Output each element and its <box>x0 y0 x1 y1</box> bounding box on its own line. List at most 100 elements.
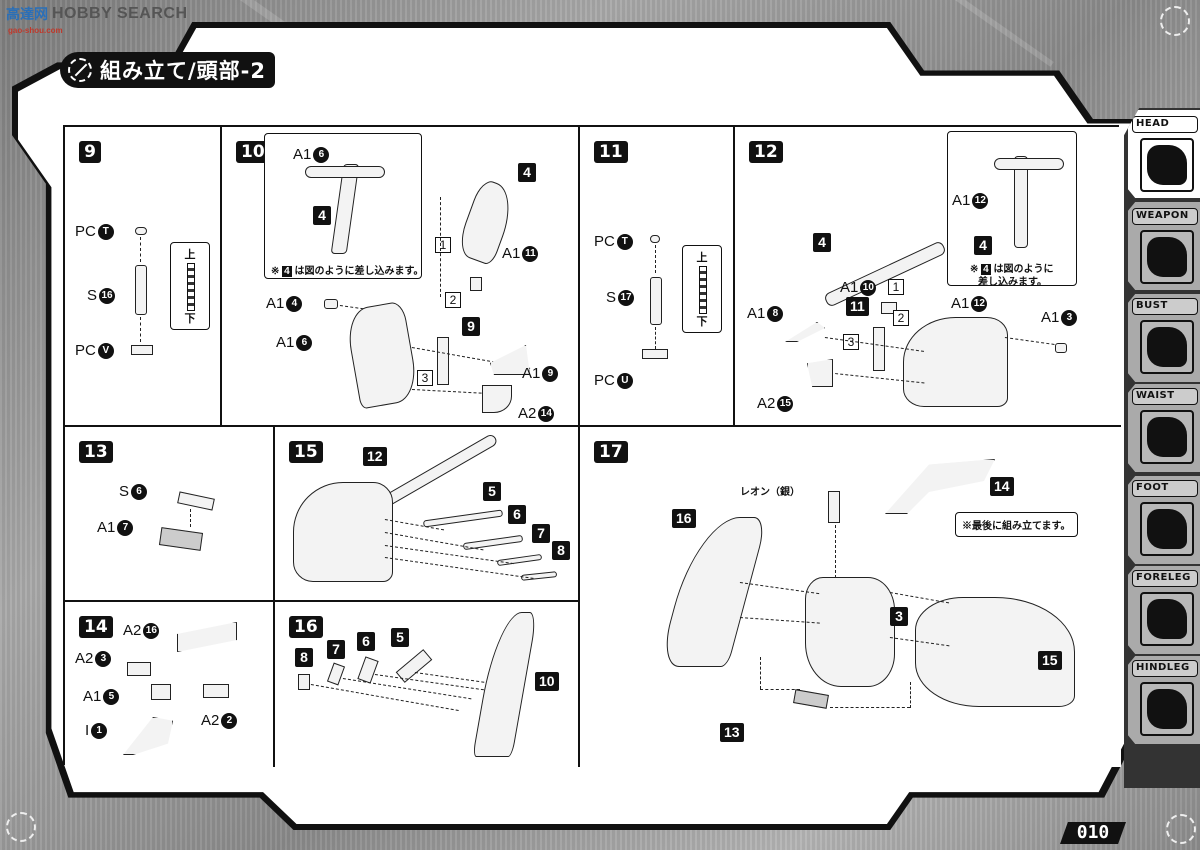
note-mark: ※ <box>271 266 280 277</box>
part-illustration <box>1055 343 1067 353</box>
runner-code: A1 <box>83 688 102 705</box>
watermark: 高達网 HOBBY SEARCH <box>6 4 188 24</box>
assembly-arrow <box>411 389 492 395</box>
step-13-panel: 13 S 6 A1 7 <box>65 427 275 602</box>
note-text: は図のように差し込みます。 <box>294 266 424 277</box>
subassembly-ref: 12 <box>363 447 387 466</box>
assembly-arrow <box>835 525 836 603</box>
step-12-panel: 12 A1 12 4 ※ 4 は図のように 差し込みます。 4 A1 10 1 … <box>735 127 1121 427</box>
part-number: 17 <box>618 289 635 306</box>
part-illustration <box>807 359 833 387</box>
runner-code: S <box>606 289 617 306</box>
nav-tab-label: WEAPON <box>1132 208 1198 225</box>
assembly-arrow <box>1004 337 1055 345</box>
assembly-arrow <box>440 197 441 297</box>
runner-code: A1 <box>276 334 295 351</box>
foreleg-thumbnail-icon <box>1140 592 1194 646</box>
runner-code: A1 <box>502 245 521 262</box>
part-illustration <box>324 299 338 309</box>
part-label: A1 4 <box>266 295 303 312</box>
part-illustration <box>177 622 237 652</box>
orientation-guide: 上 下 <box>170 242 210 330</box>
head-frame-illustration <box>293 482 393 582</box>
note-ref: 4 <box>981 264 991 275</box>
part-number: 4 <box>286 295 303 312</box>
runner-code: A2 <box>123 622 142 639</box>
part-illustration <box>1014 156 1028 248</box>
subassembly-ref: 11 <box>846 297 869 316</box>
part-label: S 6 <box>119 483 148 500</box>
part-illustration <box>422 509 504 528</box>
nav-tab-weapon[interactable]: WEAPON <box>1132 208 1200 290</box>
part-label: S 17 <box>606 289 635 306</box>
head-frame-illustration <box>903 317 1008 407</box>
part-label: PC T <box>75 223 114 240</box>
detail-inset: A1 12 4 ※ 4 は図のように 差し込みます。 <box>947 131 1077 288</box>
detail-inset: A1 6 4 ※ 4 は図のように差し込みます。 <box>264 133 424 279</box>
runner-code: A2 <box>518 405 537 422</box>
head-frame-illustration <box>343 300 421 410</box>
nav-tab-foreleg[interactable]: FORELEG <box>1132 570 1200 652</box>
runner-code: S <box>119 483 130 500</box>
part-label: A1 9 <box>522 365 559 382</box>
part-label: A1 12 <box>951 295 988 312</box>
foot-thumbnail-icon <box>1140 502 1194 556</box>
head-thumbnail-icon <box>1140 138 1194 192</box>
subassembly-ref: 7 <box>532 524 550 543</box>
assembly-arrow <box>910 682 911 708</box>
part-label: A1 10 <box>840 279 877 296</box>
part-label: A1 6 <box>276 334 313 351</box>
canopy-illustration <box>885 459 995 514</box>
part-number: U <box>616 372 633 389</box>
note-text: は図のように <box>993 264 1054 275</box>
part-label: A1 3 <box>1041 309 1078 326</box>
part-illustration <box>785 322 825 342</box>
part-illustration <box>305 166 385 178</box>
watermark-url: gao-shou.com <box>8 26 63 35</box>
weapon-thumbnail-icon <box>1140 230 1194 284</box>
runner-code: A1 <box>522 365 541 382</box>
part-label: A2 16 <box>123 622 160 639</box>
part-label: PC U <box>594 372 633 389</box>
assembly-arrow <box>384 545 514 565</box>
part-number: 1 <box>91 722 108 739</box>
part-number: 16 <box>99 287 116 304</box>
sequence-marker: 1 <box>435 237 451 253</box>
part-illustration <box>793 689 829 709</box>
corner-gear-icon <box>1166 814 1196 844</box>
part-label: A1 11 <box>502 245 539 262</box>
nav-tab-hindleg[interactable]: HINDLEG <box>1132 660 1200 742</box>
nav-tab-bust[interactable]: BUST <box>1132 298 1200 380</box>
step-9-panel: 9 PC T S 16 PC V 上 下 <box>65 127 222 427</box>
subassembly-ref: 8 <box>295 648 313 667</box>
part-label: A1 12 <box>952 192 989 209</box>
subassembly-ref: 4 <box>813 233 831 252</box>
part-illustration <box>496 553 543 567</box>
runner-code: A2 <box>201 712 220 729</box>
note-ref: 4 <box>282 266 292 277</box>
corner-gear-icon <box>1160 6 1190 36</box>
part-illustration <box>158 527 204 551</box>
part-illustration <box>177 491 215 511</box>
runner-code: PC <box>75 223 96 240</box>
nav-tab-head[interactable]: HEAD <box>1132 116 1200 198</box>
part-number: 11 <box>522 245 539 262</box>
part-number: 6 <box>313 146 330 163</box>
part-illustration <box>994 158 1064 170</box>
part-cap-illustration <box>650 235 660 243</box>
subassembly-ref: 14 <box>990 477 1014 496</box>
orientation-bottom: 下 <box>184 313 196 325</box>
waist-thumbnail-icon <box>1140 410 1194 464</box>
assembly-arrow <box>310 684 459 712</box>
subassembly-ref: 5 <box>391 628 409 647</box>
part-illustration <box>437 337 449 385</box>
step-17-panel: 17 レオン（銀） 14 ※最後に組み立てます。 16 3 15 13 <box>580 427 1121 767</box>
nav-tab-waist[interactable]: WAIST <box>1132 388 1200 470</box>
nav-tab-foot[interactable]: FOOT <box>1132 480 1200 562</box>
step-14-panel: 14 A2 16 A2 3 A1 5 A2 2 I 1 <box>65 602 275 767</box>
nav-tab-label: FORELEG <box>1132 570 1198 587</box>
part-label: A2 15 <box>757 395 794 412</box>
part-illustration <box>482 385 512 413</box>
watermark-logo: 高達网 <box>6 6 48 22</box>
part-number: 6 <box>131 483 148 500</box>
